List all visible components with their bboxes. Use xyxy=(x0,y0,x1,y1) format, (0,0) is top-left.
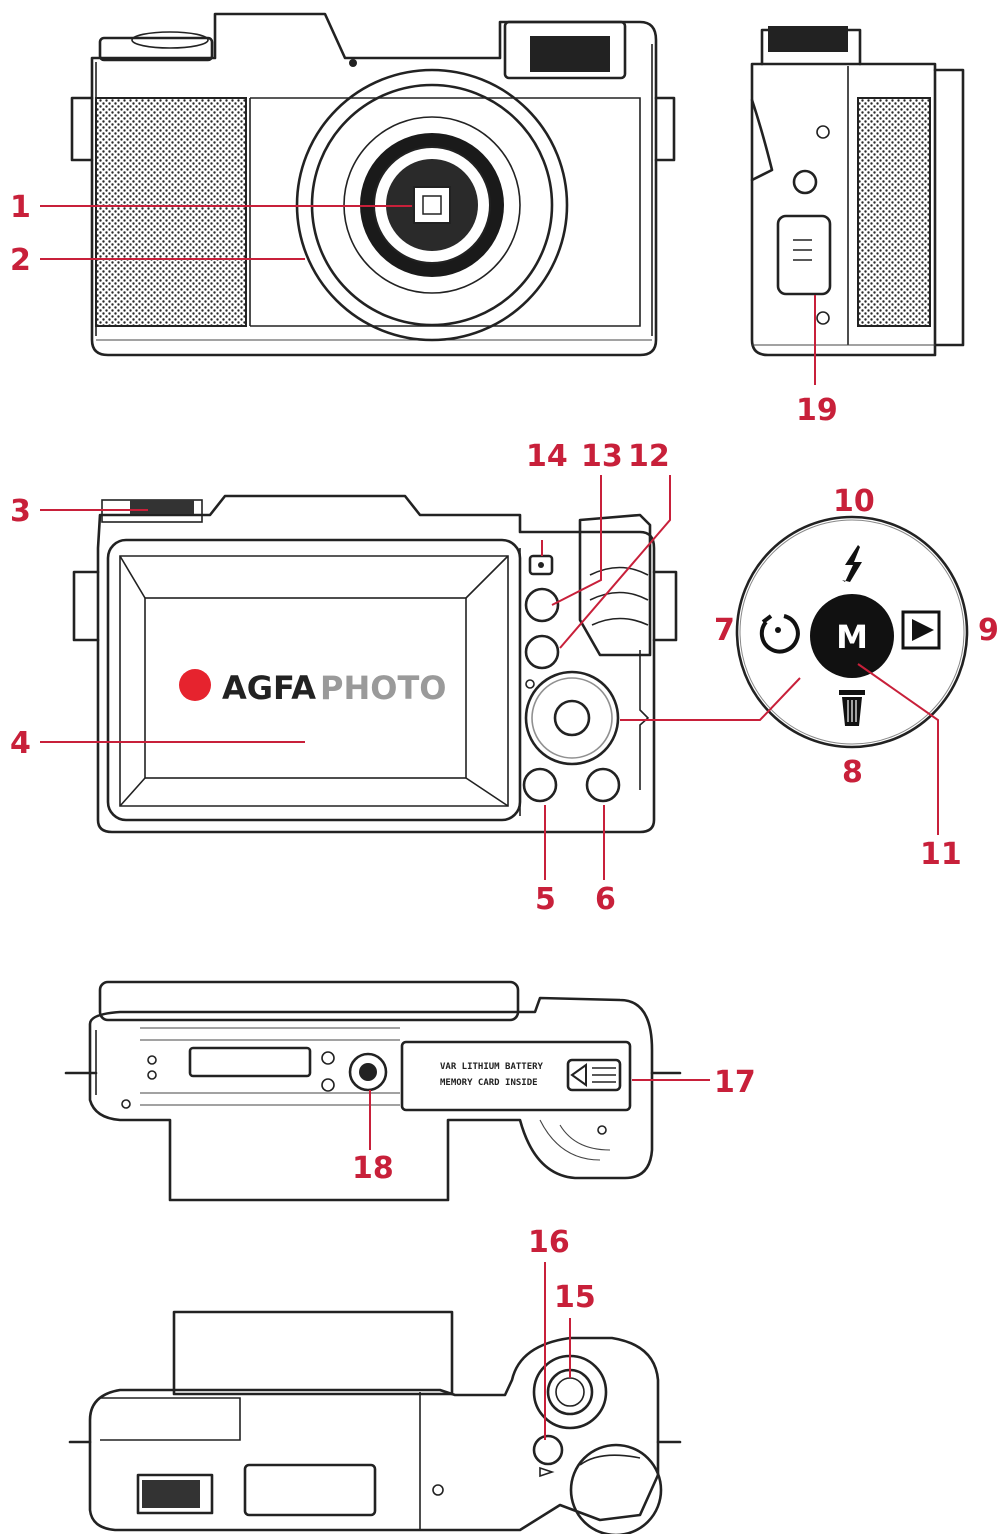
callout-4: 4 xyxy=(10,726,31,761)
back-button-5[interactable] xyxy=(522,767,558,803)
callout-18: 18 xyxy=(352,1151,394,1186)
brand-name-bold: AGFA xyxy=(222,669,316,707)
tripod-socket xyxy=(348,1052,388,1092)
callout-16: 16 xyxy=(528,1225,570,1260)
callout-leaders xyxy=(40,205,939,1440)
callout-19: 19 xyxy=(796,393,838,428)
back-button-6[interactable] xyxy=(585,767,621,803)
trash-icon xyxy=(839,690,865,726)
callout-5: 5 xyxy=(535,882,556,917)
callout-7: 7 xyxy=(714,613,735,648)
callout-8: 8 xyxy=(842,755,863,790)
back-button-12[interactable] xyxy=(524,634,560,670)
mode-button-label: M xyxy=(836,618,868,656)
battery-door[interactable] xyxy=(400,1040,632,1112)
camera-bottom-view: VAR LITHIUM BATTERY MEMORY CARD INSIDE xyxy=(64,980,682,1202)
back-button-13[interactable] xyxy=(524,587,560,623)
callout-10: 10 xyxy=(833,484,875,519)
callout-14: 14 xyxy=(526,439,568,474)
brand-name-light: PHOTO xyxy=(320,669,446,707)
callout-13: 13 xyxy=(581,439,623,474)
mode-dial-detail: M xyxy=(735,515,969,749)
callout-9: 9 xyxy=(978,613,999,648)
mode-dial-back[interactable] xyxy=(524,670,620,766)
callout-12: 12 xyxy=(628,439,670,474)
callout-17: 17 xyxy=(714,1065,756,1100)
callout-2: 2 xyxy=(10,243,31,278)
callout-11: 11 xyxy=(920,837,962,872)
brand-logo-dot xyxy=(179,669,211,701)
callout-15: 15 xyxy=(554,1280,596,1315)
callout-6: 6 xyxy=(595,882,616,917)
play-icon xyxy=(901,610,941,650)
camera-back-view: AGFA PHOTO xyxy=(72,494,678,834)
battery-door-text-2: MEMORY CARD INSIDE xyxy=(440,1078,538,1088)
callout-1: 1 xyxy=(10,190,31,225)
camera-front-view xyxy=(70,12,676,357)
self-timer-icon xyxy=(759,614,800,654)
flash-icon xyxy=(842,545,862,582)
callout-3: 3 xyxy=(10,494,31,529)
camera-side-view xyxy=(750,26,965,357)
top-dial[interactable] xyxy=(569,1443,663,1534)
mode-button-m[interactable] xyxy=(810,594,894,678)
battery-door-text-1: VAR LITHIUM BATTERY xyxy=(440,1062,544,1072)
callout-labels: 1 2 3 4 19 14 13 12 10 7 9 8 11 5 6 17 1… xyxy=(10,190,999,1315)
power-button[interactable] xyxy=(532,1434,564,1466)
battery-latch[interactable] xyxy=(566,1058,622,1092)
camera-top-view xyxy=(68,1310,682,1534)
